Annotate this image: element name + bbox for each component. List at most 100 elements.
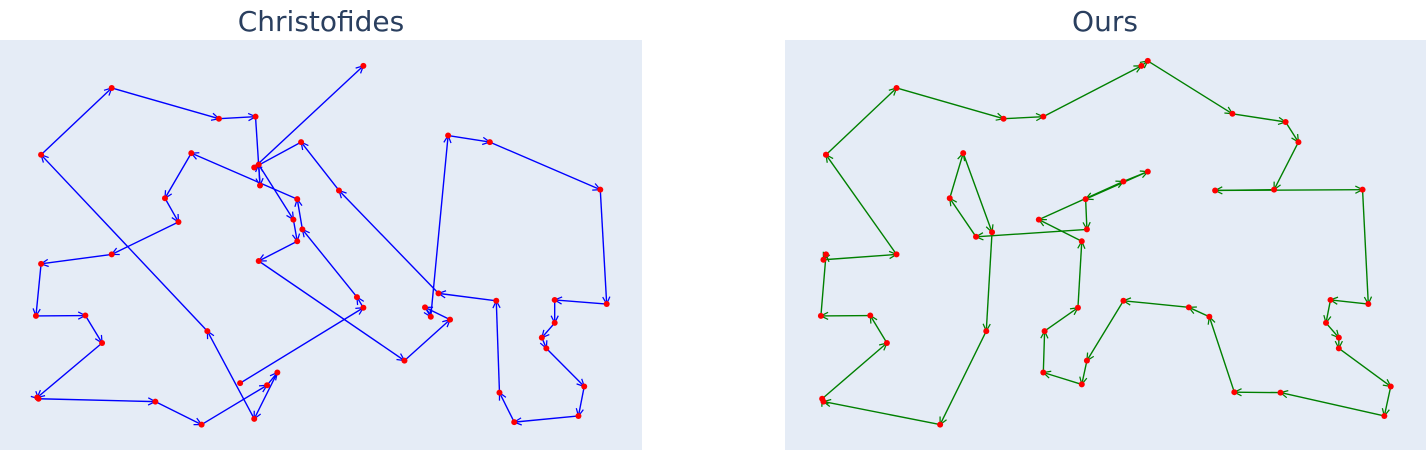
christofides-tour-edge — [41, 253, 112, 263]
ours-tour-edge — [1038, 181, 1124, 221]
christofides-tour-edge — [293, 219, 297, 242]
ours-city-point — [1185, 304, 1192, 311]
christofides-city-point — [99, 339, 106, 346]
christofides-city-point — [335, 187, 342, 194]
ours-city-point — [817, 312, 824, 319]
ours-city-point — [1387, 383, 1394, 390]
ours-tour-edge — [1209, 317, 1236, 393]
christofides-city-point — [255, 161, 262, 168]
ours-tour-edge — [1384, 386, 1392, 416]
ours-city-point — [1000, 115, 1007, 122]
ours-tour-edge — [950, 198, 977, 238]
ours-tour-edge — [820, 254, 826, 316]
ours-city-point — [1282, 119, 1289, 125]
ours-city-point — [983, 328, 990, 335]
ours-tour-edge — [962, 152, 992, 232]
christofides-city-point — [603, 301, 610, 308]
ours-tour-edge — [896, 87, 1004, 119]
christofides-city-point — [252, 113, 259, 120]
ours-tour-edge — [1043, 373, 1082, 386]
ours-tour-edge — [1274, 141, 1300, 190]
ours-city-point — [1144, 168, 1151, 175]
christofides-city-point — [422, 304, 429, 311]
christofides-city-point — [511, 419, 518, 426]
christofides-tour-edge — [339, 190, 439, 294]
christofides-tour-edge — [112, 221, 179, 254]
christofides-city-point — [35, 395, 42, 402]
ours-city-point — [820, 256, 827, 263]
christofides-city-point — [108, 251, 115, 258]
christofides-tour-edge — [207, 331, 255, 420]
christofides-city-point — [294, 196, 301, 203]
ours-city-point — [893, 251, 900, 258]
christofides-tour-edge — [258, 260, 405, 361]
ours-city-point — [960, 150, 967, 157]
ours-city-point — [1120, 178, 1127, 185]
christofides-tour-edge — [239, 308, 363, 384]
christofides-tour-edge — [302, 229, 358, 298]
ours-city-point — [1078, 238, 1085, 245]
christofides-tour-edge — [40, 88, 112, 156]
christofides-tour-edge — [301, 142, 340, 191]
christofides-tour-edge — [514, 415, 579, 422]
ours-city-point — [1041, 328, 1048, 335]
ours-tour-edge — [1078, 241, 1082, 308]
ours-tour-edge — [1043, 331, 1044, 373]
ours-tour-edge — [1039, 220, 1083, 242]
christofides-city-point — [215, 115, 222, 122]
ours-tour-edge — [1361, 189, 1369, 304]
christofides-city-point — [581, 383, 588, 390]
christofides-city-point — [435, 290, 442, 297]
christofides-tour-edge — [37, 342, 103, 398]
ours-tour-edge — [1338, 347, 1391, 386]
ours-tour-edge — [1087, 300, 1125, 361]
ours-city-point — [883, 339, 890, 346]
ours-city-point — [1120, 297, 1127, 304]
christofides-city-point — [538, 334, 545, 341]
ours-city-point — [1229, 110, 1236, 117]
christofides-city-point — [255, 257, 262, 264]
christofides-tour-edge — [430, 136, 448, 317]
ours-city-point — [989, 229, 996, 236]
christofides-tour-edge — [253, 66, 363, 169]
christofides-tour-edge — [218, 117, 256, 119]
christofides-city-point — [299, 226, 306, 233]
christofides-city-point — [108, 84, 115, 91]
christofides-city-point — [427, 313, 434, 320]
christofides-city-point — [597, 186, 604, 193]
christofides-city-point — [551, 319, 558, 326]
christofides-city-point — [257, 182, 264, 189]
ours-city-point — [1082, 196, 1089, 203]
ours-city-point — [1381, 412, 1388, 419]
ours-tour-edge — [940, 330, 987, 424]
ours-city-point — [1335, 334, 1342, 341]
ours-city-point — [1083, 357, 1090, 364]
ours-city-point — [1083, 226, 1090, 233]
christofides-city-point — [496, 389, 503, 396]
ours-city-point — [819, 395, 826, 402]
ours-city-point — [1323, 319, 1330, 326]
ours-city-point — [1295, 139, 1302, 146]
ours-city-point — [1035, 216, 1042, 223]
christofides-tour-edge — [155, 400, 201, 425]
christofides-tour-edge — [84, 315, 102, 343]
ours-city-point — [1277, 389, 1284, 396]
ours-tour-edge — [1086, 199, 1087, 229]
ours-tour-edge — [1285, 121, 1299, 142]
christofides-city-point — [294, 238, 301, 245]
ours-city-point — [1327, 296, 1334, 303]
ours-city-point — [823, 251, 830, 258]
christofides-plot-area — [0, 40, 642, 450]
ours-tour-edge — [826, 155, 898, 255]
christofides-city-point — [38, 260, 45, 267]
christofides-tour-edge — [201, 385, 267, 426]
ours-city-point — [1335, 345, 1342, 352]
christofides-city-point — [161, 195, 168, 202]
ours-city-point — [1231, 389, 1238, 396]
ours-city-point — [1271, 186, 1278, 193]
christofides-city-point — [298, 139, 305, 146]
ours-city-point — [1040, 113, 1047, 120]
christofides-tour-edge — [254, 372, 278, 419]
christofides-tour-edge — [555, 300, 607, 305]
